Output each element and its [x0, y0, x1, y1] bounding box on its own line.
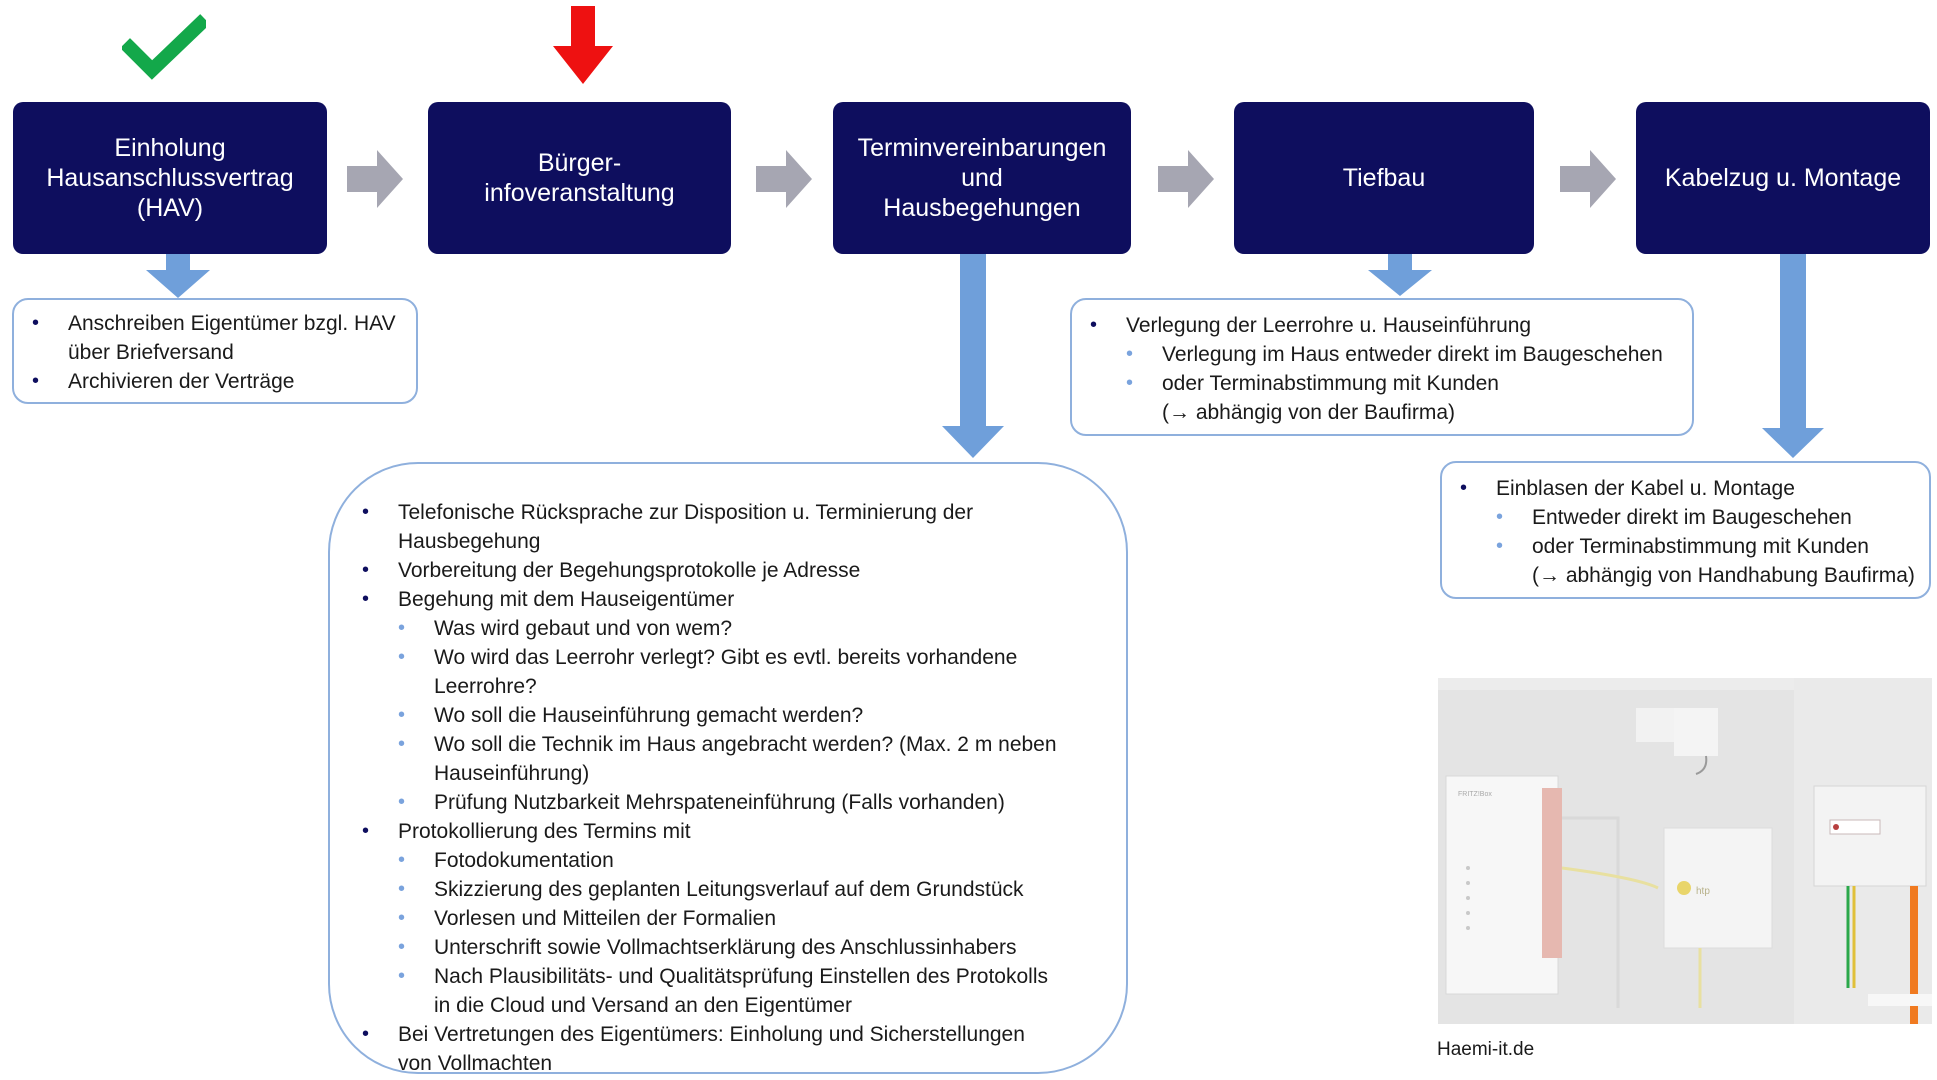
current-step-arrow-icon: [553, 6, 613, 84]
sub-list-item: Was wird gebaut und von wem?: [354, 614, 1112, 643]
sub-list-item: Vorlesen und Mitteilen der Formalien: [354, 904, 1112, 933]
check-mark-icon: [122, 14, 206, 80]
sub-list-item-continuation: (→ abhängig von Handhabung Baufirma): [1532, 564, 1915, 587]
sub-list-item: Unterschrift sowie Vollmachtserklärung d…: [354, 933, 1112, 962]
sub-list-item: Prüfung Nutzbarkeit Mehrspateneinführung…: [354, 788, 1112, 817]
stage-hausbegehung-label: Terminvereinbarungen und Hausbegehungen: [857, 134, 1107, 222]
sub-list-item: Wo wird das Leerrohr verlegt? Gibt es ev…: [354, 643, 1112, 672]
list-item: Protokollierung des Termins mit: [354, 817, 1112, 846]
list-item-continuation: über Briefversand: [68, 341, 234, 364]
flow-arrow-icon: [347, 150, 403, 208]
sub-list-item: Fotodokumentation: [354, 846, 1112, 875]
flow-arrow-icon: [1560, 150, 1616, 208]
sub-list-item: oder Terminabstimmung mit Kunden: [1452, 532, 1919, 561]
photo-credit: Haemi-it.de: [1437, 1039, 1535, 1060]
stage-hausbegehung: Terminvereinbarungen und Hausbegehungen: [833, 102, 1131, 254]
flow-arrow-icon: [1158, 150, 1214, 208]
stage-kabelzug: Kabelzug u. Montage: [1636, 102, 1930, 254]
list-item: Archivieren der Verträge: [24, 367, 406, 396]
sub-list-item-continuation: Leerrohre?: [434, 675, 537, 698]
list-item: Vorbereitung der Begehungsprotokolle je …: [354, 556, 1112, 585]
list-item: Telefonische Rücksprache zur Disposition…: [354, 498, 1112, 527]
kabelzug-details-list: Einblasen der Kabel u. Montage Entweder …: [1452, 474, 1919, 590]
list-item: Einblasen der Kabel u. Montage: [1452, 474, 1919, 503]
sub-list-item: Wo soll die Technik im Haus angebracht w…: [354, 730, 1112, 759]
list-item: Verlegung der Leerrohre u. Hauseinführun…: [1082, 311, 1682, 340]
list-item-continuation: Hausbegehung: [398, 530, 541, 553]
stage-hav-label: Einholung Hausanschlussvertrag (HAV): [46, 134, 294, 222]
sub-list-item-continuation: in die Cloud und Versand an den Eigentüm…: [434, 994, 852, 1017]
sub-list-item: Skizzierung des geplanten Leitungsverlau…: [354, 875, 1112, 904]
tiefbau-details-box: Verlegung der Leerrohre u. Hauseinführun…: [1070, 298, 1694, 436]
stage-buergerinfo: Bürger- infoveranstaltung: [428, 102, 731, 254]
down-arrow-icon: [146, 254, 210, 298]
sub-list-item-continuation: Hauseinführung): [434, 762, 590, 785]
flow-arrow-icon: [756, 150, 812, 208]
sub-list-item: Verlegung im Haus entweder direkt im Bau…: [1082, 340, 1682, 369]
sub-list-item: oder Terminabstimmung mit Kunden: [1082, 369, 1682, 398]
sub-list-item-continuation: (→ abhängig von der Baufirma): [1162, 401, 1455, 424]
box-brand-label: htp: [1696, 886, 1710, 897]
installation-photo: FRITZ!Box htp: [1438, 678, 1932, 1024]
sub-list-item: Nach Plausibilitäts- und Qualitätsprüfun…: [354, 962, 1112, 991]
stage-tiefbau: Tiefbau: [1234, 102, 1534, 254]
hausbegehung-details-list: Telefonische Rücksprache zur Disposition…: [354, 498, 1112, 1078]
list-item: Begehung mit dem Hauseigentümer: [354, 585, 1112, 614]
hav-details-box: Anschreiben Eigentümer bzgl. HAV über Br…: [12, 298, 418, 404]
router-brand-label: FRITZ!Box: [1458, 791, 1492, 798]
stage-tiefbau-label: Tiefbau: [1342, 164, 1426, 192]
kabelzug-details-box: Einblasen der Kabel u. Montage Entweder …: [1440, 461, 1931, 599]
list-item-continuation: von Vollmachten: [398, 1052, 553, 1075]
down-arrow-icon: [1762, 254, 1824, 458]
list-item: Anschreiben Eigentümer bzgl. HAV: [24, 309, 406, 338]
installation-photo-drawing: FRITZ!Box htp: [1438, 678, 1932, 1024]
down-arrow-icon: [942, 254, 1004, 458]
tiefbau-details-list: Verlegung der Leerrohre u. Hauseinführun…: [1082, 311, 1682, 427]
stage-hav: Einholung Hausanschlussvertrag (HAV): [13, 102, 327, 254]
stage-buergerinfo-label: Bürger- infoveranstaltung: [484, 149, 675, 207]
stage-kabelzug-label: Kabelzug u. Montage: [1664, 164, 1902, 192]
sub-list-item: Entweder direkt im Baugeschehen: [1452, 503, 1919, 532]
hausbegehung-details-box: Telefonische Rücksprache zur Disposition…: [328, 462, 1128, 1075]
list-item: Bei Vertretungen des Eigentümers: Einhol…: [354, 1020, 1112, 1049]
hav-details-list: Anschreiben Eigentümer bzgl. HAV über Br…: [24, 309, 406, 396]
down-arrow-icon: [1368, 254, 1432, 296]
sub-list-item: Wo soll die Hauseinführung gemacht werde…: [354, 701, 1112, 730]
